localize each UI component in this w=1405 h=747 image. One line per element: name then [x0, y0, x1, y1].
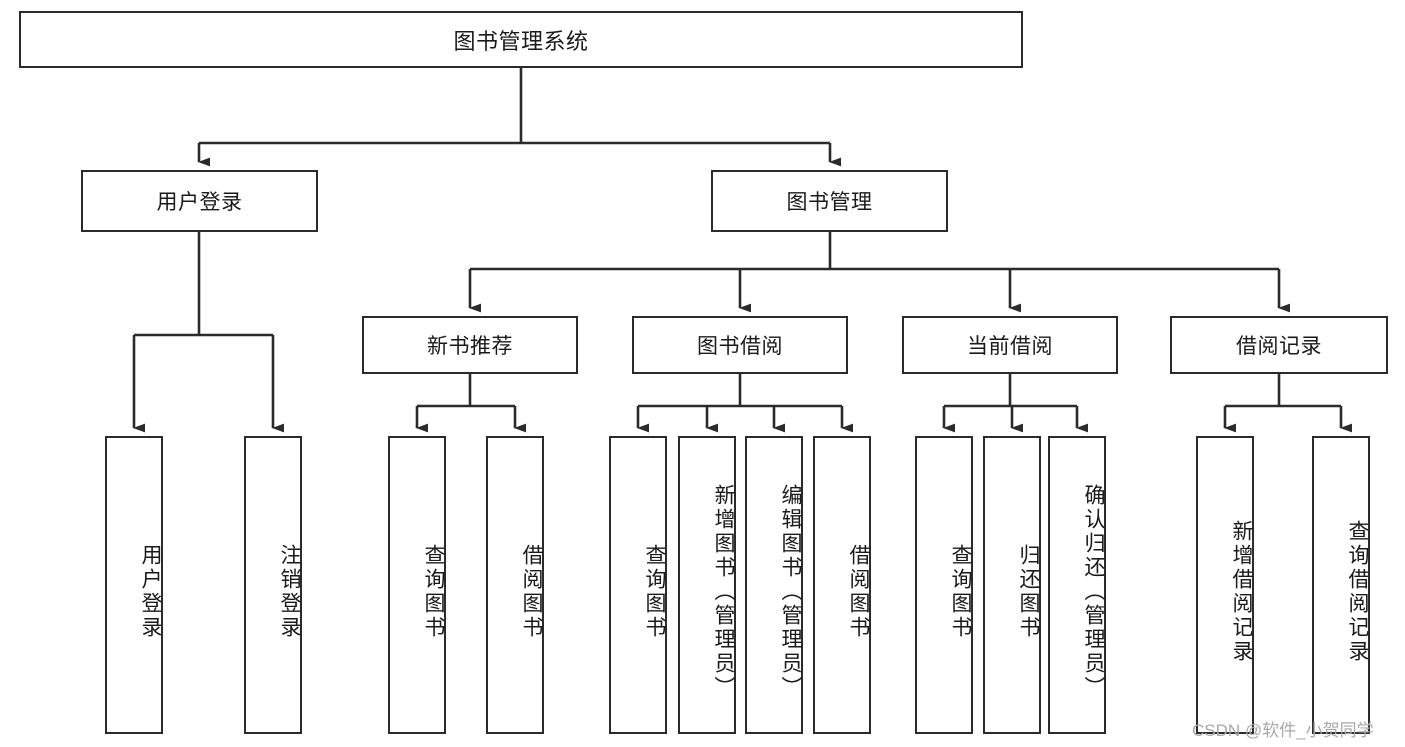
- leaf-add-borrow-record[interactable]: 新增借阅记录: [1196, 436, 1254, 734]
- leaf-query-book-borrow[interactable]: 查询图书: [609, 436, 667, 734]
- csdn-watermark: CSDN @软件_小贺同学: [1192, 721, 1374, 740]
- leaf-confirm-return-admin[interactable]: 确认归还（管理员）: [1048, 436, 1106, 734]
- leaf-logout-login[interactable]: 注销登录: [244, 436, 302, 734]
- leaf-borrow-book-recommend[interactable]: 借阅图书: [486, 436, 544, 734]
- node-user-login[interactable]: 用户登录: [81, 170, 318, 232]
- node-borrow-record[interactable]: 借阅记录: [1170, 316, 1388, 374]
- leaf-user-login[interactable]: 用户登录: [105, 436, 163, 734]
- node-root-system[interactable]: 图书管理系统: [19, 11, 1023, 68]
- leaf-return-book[interactable]: 归还图书: [983, 436, 1041, 734]
- leaf-query-book-recommend[interactable]: 查询图书: [388, 436, 446, 734]
- leaf-borrow-book[interactable]: 借阅图书: [813, 436, 871, 734]
- node-book-borrow[interactable]: 图书借阅: [632, 316, 848, 374]
- leaf-add-book-admin[interactable]: 新增图书（管理员）: [678, 436, 736, 734]
- node-book-management[interactable]: 图书管理: [711, 170, 948, 232]
- node-new-book-recommend[interactable]: 新书推荐: [362, 316, 578, 374]
- node-current-borrow[interactable]: 当前借阅: [902, 316, 1118, 374]
- leaf-query-book-current[interactable]: 查询图书: [915, 436, 973, 734]
- leaf-edit-book-admin[interactable]: 编辑图书（管理员）: [745, 436, 803, 734]
- leaf-query-borrow-record[interactable]: 查询借阅记录: [1312, 436, 1370, 734]
